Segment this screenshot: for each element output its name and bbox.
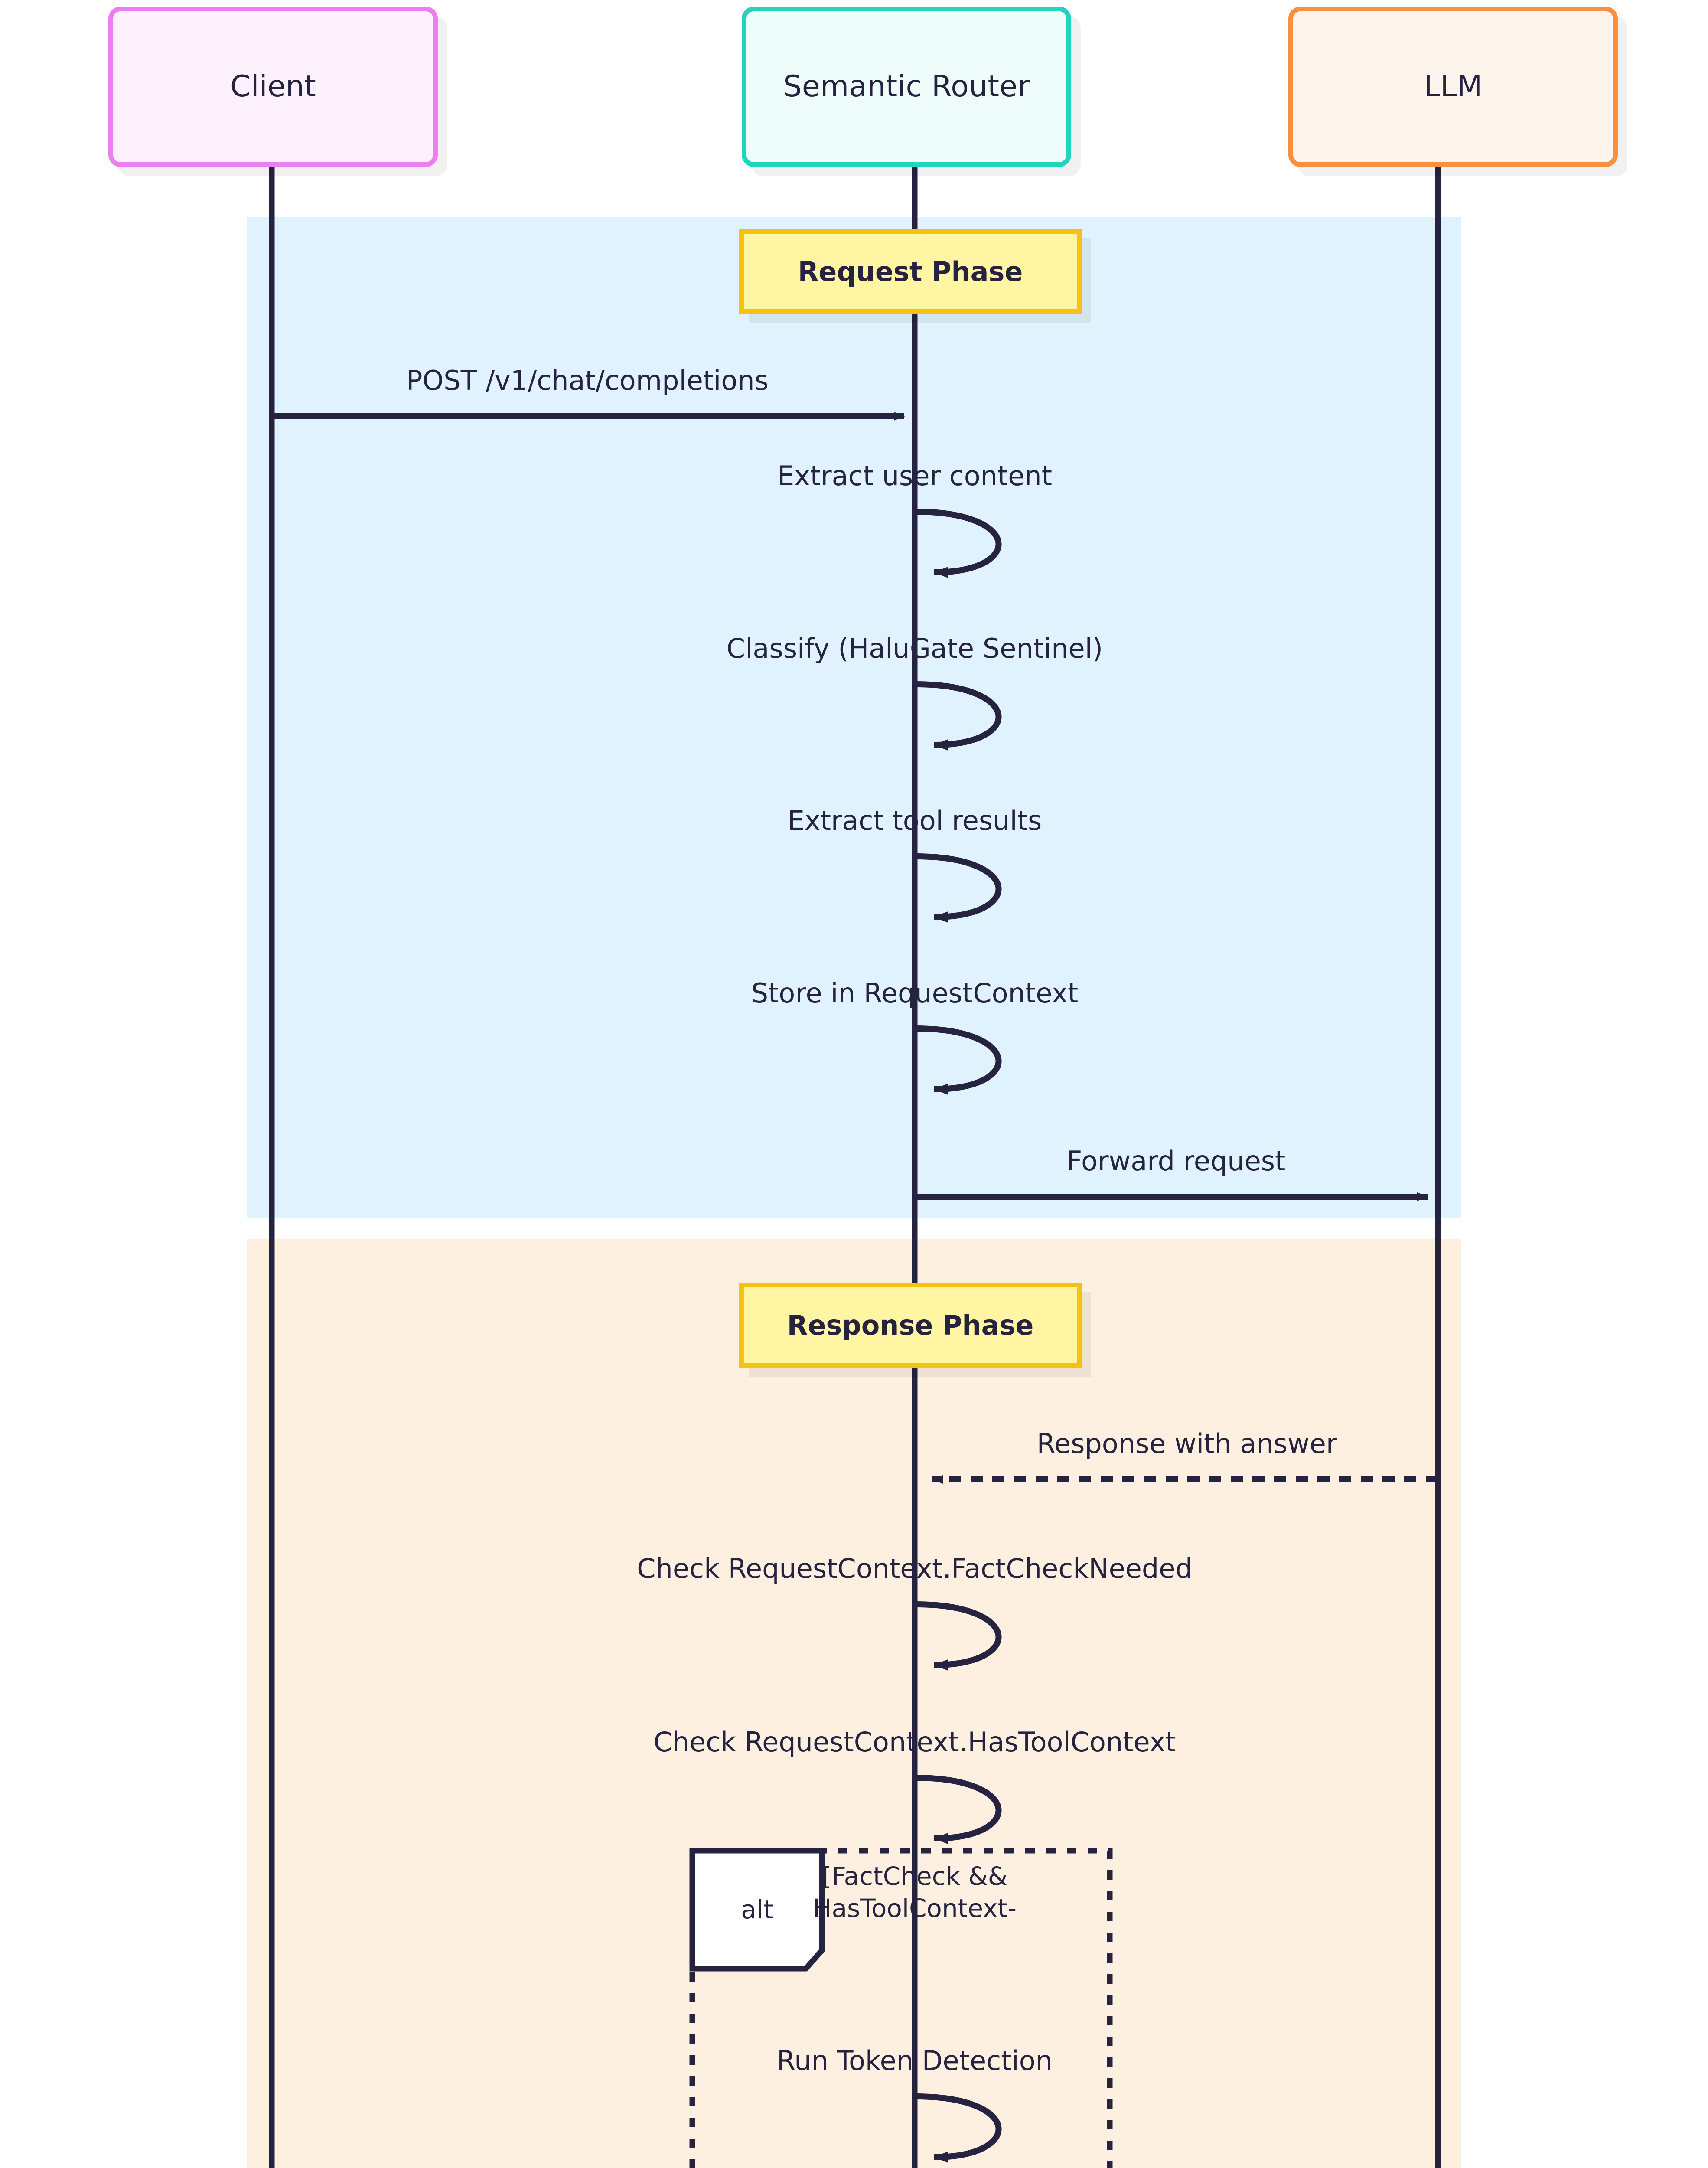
- loop-store-request-context: [914, 1025, 1002, 1095]
- loop-check-factcheckneeded: [914, 1601, 1002, 1671]
- participant-client-top[interactable]: Client: [108, 7, 438, 167]
- message-text: Store in RequestContext: [751, 977, 1079, 1009]
- message-label-run-token-detection: Run Token Detection: [777, 2047, 1053, 2075]
- participant-router-top[interactable]: Semantic Router: [742, 7, 1071, 167]
- condition-line: ]: [909, 1926, 920, 1956]
- alt-tag-label: alt: [741, 1895, 773, 1924]
- loop-extract-user-content: [914, 509, 1002, 578]
- participant-label: Semantic Router: [783, 69, 1030, 104]
- message-label-forward-request: Forward request: [1067, 1147, 1286, 1175]
- alt-branch-1-condition: [FactCheck && HasToolContext- ]: [759, 1860, 1071, 1957]
- message-text: Run Token Detection: [777, 2045, 1053, 2077]
- message-label-store-request-context: Store in RequestContext: [751, 979, 1079, 1007]
- response-phase-background: [247, 1239, 1461, 2168]
- message-text: Check RequestContext.FactCheckNeeded: [637, 1553, 1193, 1584]
- alt-fragment-outline: [689, 1848, 1113, 2168]
- message-label-check-hastoolcontext: Check RequestContext.HasToolContext: [653, 1728, 1176, 1756]
- alt-tag-outline: [689, 1848, 825, 1972]
- participant-label: LLM: [1424, 69, 1483, 104]
- message-label-classify-halugate: Classify (HaluGate Sentinel): [727, 634, 1103, 663]
- message-label-post-completions: POST /v1/chat/completions: [406, 366, 769, 395]
- message-text: Classify (HaluGate Sentinel): [726, 633, 1103, 664]
- message-label-extract-tool-results: Extract tool results: [788, 806, 1042, 835]
- participant-label: Client: [230, 69, 316, 104]
- condition-line: [FactCheck &&: [821, 1861, 1008, 1891]
- message-text: Check RequestContext.HasToolContext: [653, 1726, 1176, 1758]
- loop-classify-halugate: [914, 681, 1002, 751]
- message-text: Extract user content: [777, 460, 1053, 492]
- note-label: Request Phase: [798, 255, 1023, 287]
- message-text: Response with answer: [1037, 1428, 1337, 1459]
- loop-run-token-detection: [914, 2093, 1002, 2163]
- message-text: POST /v1/chat/completions: [406, 365, 769, 396]
- message-text: Forward request: [1066, 1145, 1286, 1177]
- note-request-phase: Request Phase: [739, 229, 1082, 314]
- condition-line: HasToolContext-: [812, 1894, 1017, 1923]
- loop-check-hastoolcontext: [914, 1775, 1002, 1844]
- message-label-response-with-answer: Response with answer: [1037, 1430, 1337, 1458]
- request-phase-background: [247, 217, 1461, 1218]
- message-label-check-factcheckneeded: Check RequestContext.FactCheckNeeded: [637, 1554, 1192, 1583]
- participant-llm-top[interactable]: LLM: [1288, 7, 1618, 167]
- note-label: Response Phase: [787, 1309, 1034, 1341]
- alt-fragment-tag: alt: [692, 1851, 822, 1969]
- message-text: Extract tool results: [787, 805, 1042, 836]
- note-response-phase: Response Phase: [739, 1283, 1082, 1368]
- loop-extract-tool-results: [914, 853, 1002, 923]
- message-label-extract-user-content: Extract user content: [777, 462, 1052, 490]
